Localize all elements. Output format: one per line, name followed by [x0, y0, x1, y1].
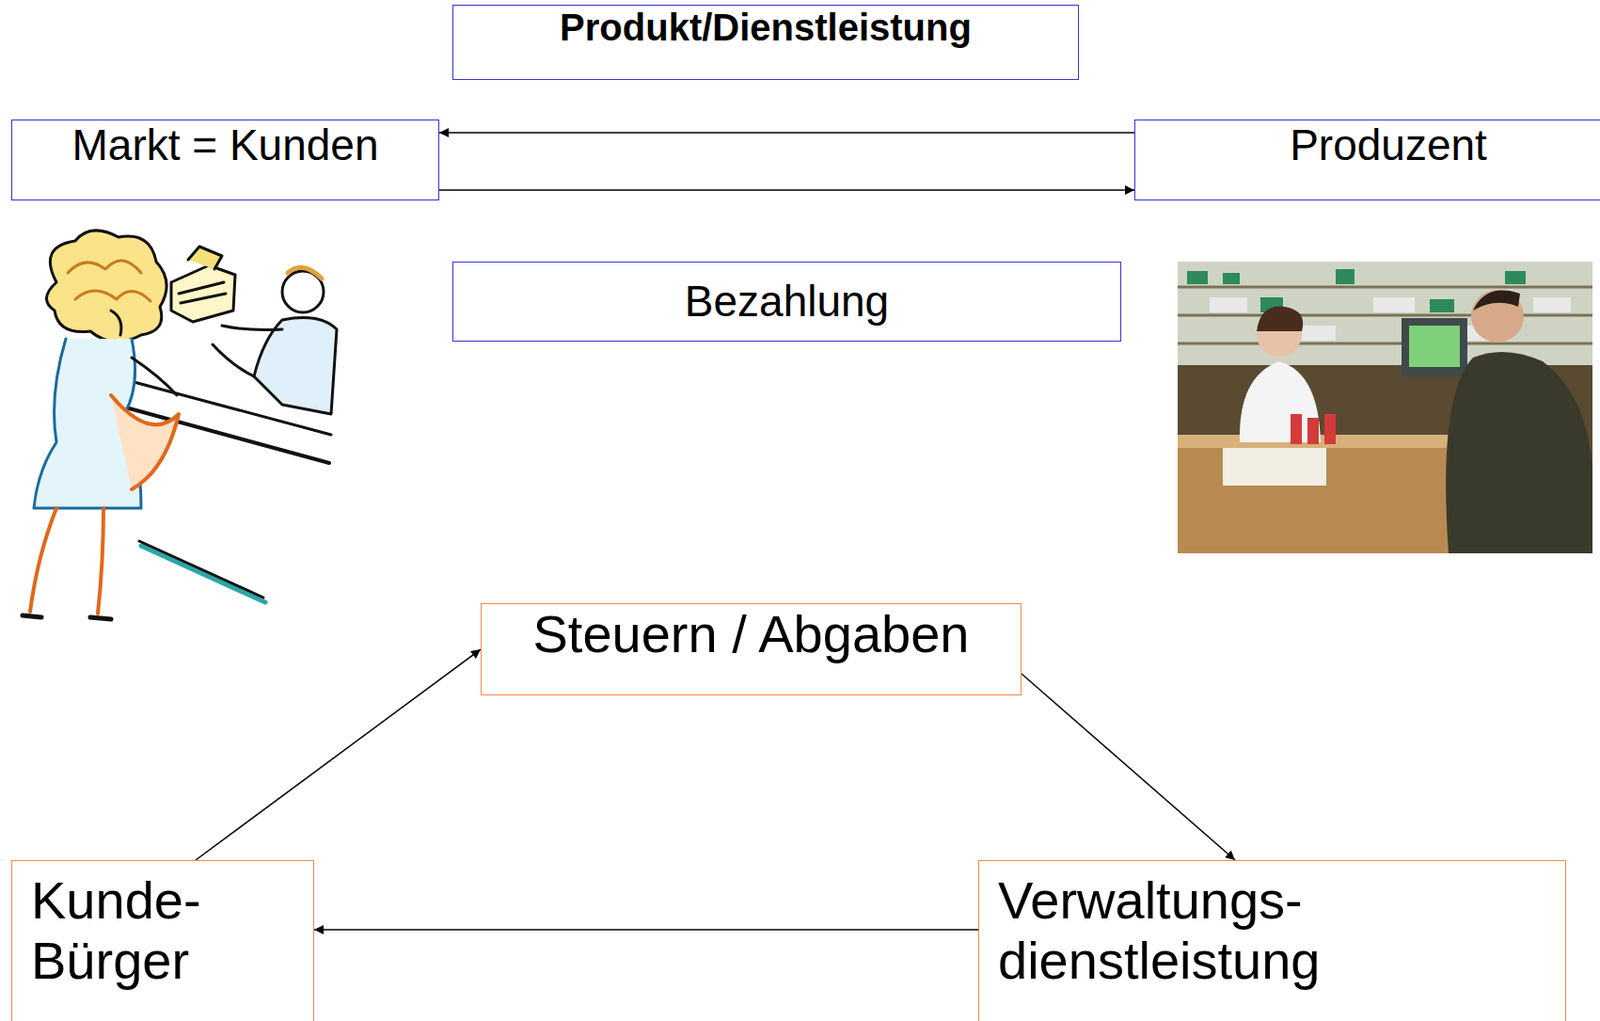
node-label: Steuern / Abgaben [533, 603, 970, 665]
node-label: Produzent [1289, 120, 1488, 171]
taxes-box: Steuern / Abgaben [480, 602, 1022, 696]
node-label: Bezahlung [684, 276, 889, 327]
flow-arrow [439, 189, 1135, 191]
flow-arrow [314, 928, 979, 931]
node-label: Markt = Kunden [71, 120, 379, 171]
citizen-box: Kunde- Bürger [11, 859, 315, 1021]
cashier-clipart [22, 230, 337, 619]
flow-arrow [439, 131, 1135, 134]
product-box: Produkt/Dienstleistung [452, 4, 1079, 80]
payment-box: Bezahlung [452, 261, 1122, 342]
flow-arrow [195, 649, 481, 860]
admin-service-box: Verwaltungs- dienstleistung [978, 859, 1567, 1021]
node-label: Kunde- Bürger [31, 870, 295, 992]
flow-arrow [1021, 673, 1236, 860]
market-box: Markt = Kunden [11, 119, 440, 201]
pharmacy-photo [1177, 261, 1593, 554]
node-label: Produkt/Dienstleistung [559, 5, 972, 49]
node-label: Verwaltungs- dienstleistung [998, 870, 1547, 992]
producer-box: Produzent [1134, 119, 1600, 201]
